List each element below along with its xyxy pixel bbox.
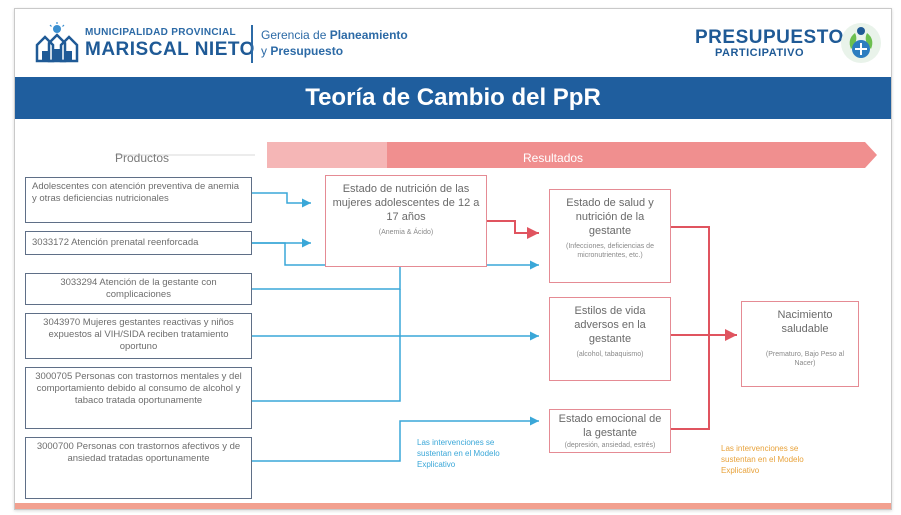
arrow-complicaciones xyxy=(252,265,401,290)
header: MUNICIPALIDAD PROVINCIAL MARISCAL NIETO … xyxy=(15,9,891,77)
resultado-salud-gestante: Estado de salud y nutrición de la gestan… xyxy=(549,189,671,283)
resultado-emocional-sub: (depresión, ansiedad, estrés) xyxy=(564,442,656,449)
arrow-vih xyxy=(252,289,401,337)
resultado-nacimiento-main: Nacimiento saludable xyxy=(777,309,833,335)
resultado-nutricion-sub: (Anemia & Ácido) xyxy=(378,229,434,236)
resultado-nutricion-adolescentes: Estado de nutrición de las mujeres adole… xyxy=(325,175,487,267)
resultado-estilos-main: Estilos de vida adversos en la gestante xyxy=(574,305,646,345)
resultado-nacimiento-saludable: Nacimiento saludable (Prematuro, Bajo Pe… xyxy=(741,301,859,387)
productos-label: Productos xyxy=(115,151,170,165)
gerencia-line1-prefix: Gerencia de xyxy=(261,28,330,42)
arrow-adolescentes-nutricion xyxy=(252,192,311,208)
presupuesto-title: PRESUPUESTO xyxy=(695,27,844,48)
producto-trastornos-alcohol: 3000705 Personas con trastornos mentales… xyxy=(25,367,252,429)
producto-gestante-complicaciones: 3033294 Atención de la gestante con comp… xyxy=(25,273,252,305)
municipality-name: MARISCAL NIETO xyxy=(85,39,255,60)
results-band-fade xyxy=(267,142,387,168)
title-bar xyxy=(15,77,891,119)
note-blue: Las intervenciones se sustentan en el Mo… xyxy=(417,438,500,469)
resultado-estilos-sub: (alcohol, tabaquismo) xyxy=(576,351,644,358)
producto-atencion-prenatal: 3033172 Atención prenatal reenforcada xyxy=(25,231,252,255)
bottom-band xyxy=(15,503,891,509)
slide: MUNICIPALIDAD PROVINCIAL MARISCAL NIETO … xyxy=(14,8,892,510)
results-band-arrow xyxy=(267,142,877,168)
resultado-salud-main: Estado de salud y nutrición de la gestan… xyxy=(566,197,654,237)
producto-vih-sida: 3043970 Mujeres gestantes reactivas y ni… xyxy=(25,313,252,359)
slide-title: Teoría de Cambio del PpR xyxy=(305,84,601,111)
municipality-name-small: MUNICIPALIDAD PROVINCIAL xyxy=(85,27,236,38)
gerencia-line2-prefix: y xyxy=(261,44,271,58)
arrow-emocional-nacimiento xyxy=(671,335,710,430)
arrow-afectivos-emocional xyxy=(252,416,539,462)
gerencia-line1-bold: Planeamiento xyxy=(329,28,408,42)
resultado-nacimiento-sub: (Prematuro, Bajo Peso al Nacer) xyxy=(765,351,845,367)
resultado-nutricion-main: Estado de nutrición de las mujeres adole… xyxy=(332,183,480,223)
gerencia-line2-bold: Presupuesto xyxy=(270,44,344,58)
header-divider xyxy=(251,25,253,63)
resultados-label: Resultados xyxy=(523,151,584,165)
producto-adolescentes: Adolescentes con atención preventiva de … xyxy=(25,177,252,223)
resultado-estado-emocional: Estado emocional de la gestante (depresi… xyxy=(549,409,671,453)
resultado-salud-sub: (Infecciones, deficiencias de micronutri… xyxy=(566,243,654,259)
arrow-salud-nacimiento xyxy=(671,226,737,341)
resultado-estilos-vida: Estilos de vida adversos en la gestante … xyxy=(549,297,671,381)
gerencia-name: Gerencia de Planeamiento y Presupuesto xyxy=(261,27,408,59)
municipality-logo-icon xyxy=(35,22,79,63)
participatory-budget-logo-icon xyxy=(841,23,881,63)
participativo-title: PARTICIPATIVO xyxy=(715,47,804,59)
arrow-nutricion-salud xyxy=(487,220,539,239)
resultado-emocional-main: Estado emocional de la gestante xyxy=(558,413,662,439)
arrow-alcohol xyxy=(252,336,401,402)
producto-trastornos-afectivos: 3000700 Personas con trastornos afectivo… xyxy=(25,437,252,499)
note-orange: Las intervenciones se sustentan en el Mo… xyxy=(721,444,804,475)
